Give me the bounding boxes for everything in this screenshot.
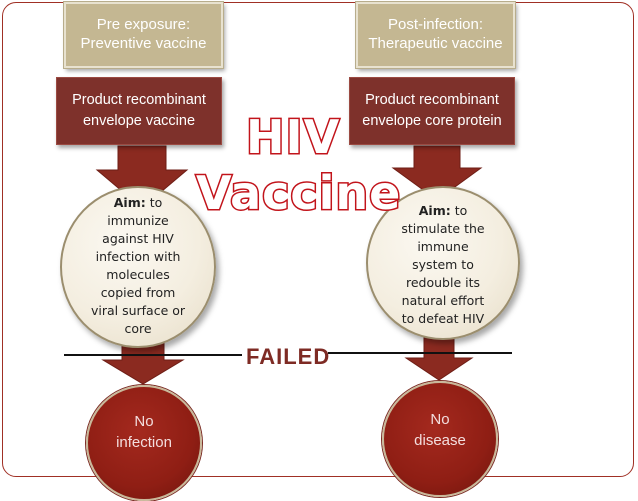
arrows-layer (95, 145, 483, 385)
right-aim-line-4: system to (412, 257, 474, 272)
right-aim-circle: Aim: to stimulate the immune system to r… (366, 186, 520, 340)
right-header-box: Post-infection: Therapeutic vaccine (356, 2, 515, 68)
right-aim-line-2: stimulate the (401, 221, 485, 236)
right-result-circle: No disease (382, 381, 498, 497)
right-aim-line-6: natural effort (401, 293, 485, 308)
right-aim-line-1: Aim: to (368, 202, 518, 220)
right-top-arrow (391, 145, 483, 201)
right-header-line-1: Post-infection: (387, 16, 484, 33)
left-aim-line-7: viral surface or (90, 303, 186, 318)
right-product-line-2: envelope core protein (362, 113, 502, 129)
left-header-line-1: Pre exposure: (96, 16, 191, 33)
left-aim-line-3: against HIV (102, 231, 174, 246)
left-aim-circle: Aim: to immunize against HIV infection w… (60, 186, 216, 348)
title-hiv: HIV (244, 109, 341, 166)
left-aim-line-5: molecules (106, 267, 170, 282)
left-product-line-2: envelope vaccine (82, 113, 196, 129)
right-aim-line-5: redouble its (405, 275, 481, 290)
failed-line-left (64, 354, 242, 356)
right-aim-label: Aim: (418, 203, 451, 218)
right-product-line-1: Product recombinant (365, 92, 499, 108)
left-top-arrow (95, 145, 189, 209)
left-result-line-1: No (134, 413, 154, 430)
left-result-circle: No infection (86, 385, 202, 501)
right-result-line-1: No (430, 411, 450, 428)
right-product-box: Product recombinant envelope core protei… (349, 77, 515, 145)
left-product-line-1: Product recombinant (72, 92, 206, 108)
right-header-line-2: Therapeutic vaccine (368, 35, 503, 52)
right-aim-line-7: to defeat HIV (401, 311, 485, 326)
left-header-box: Pre exposure: Preventive vaccine (64, 2, 223, 68)
right-aim-text-1: to (450, 203, 468, 218)
left-aim-line-1: Aim: to (62, 194, 214, 212)
left-aim-line-4: infection with (95, 249, 181, 264)
failed-line-right (328, 352, 512, 354)
left-aim-line-8: core (124, 321, 152, 336)
title-vaccine: Vaccine (194, 165, 402, 222)
left-result-line-2: infection (116, 434, 172, 451)
left-aim-text-1: to (145, 195, 163, 210)
left-aim-line-6: copied from (100, 285, 176, 300)
left-header-line-2: Preventive vaccine (80, 35, 207, 52)
left-product-box: Product recombinant envelope vaccine (56, 77, 222, 145)
failed-label: FAILED (246, 344, 331, 369)
slide-border (2, 2, 634, 477)
left-aim-label: Aim: (113, 195, 146, 210)
right-result-line-2: disease (414, 432, 466, 449)
left-aim-line-2: immunize (107, 213, 169, 228)
right-aim-line-3: immune (417, 239, 469, 254)
